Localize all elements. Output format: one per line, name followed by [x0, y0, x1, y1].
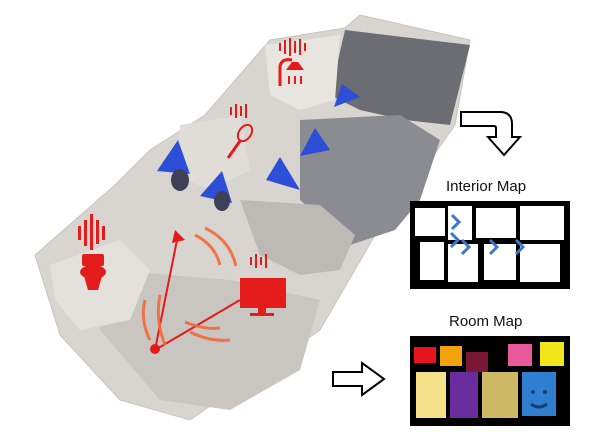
room-segment: [540, 342, 564, 366]
right-arrow-icon: [332, 361, 386, 397]
tv-icon: [240, 254, 286, 316]
interior-map: [410, 201, 570, 289]
floorplan-scan: [34, 14, 471, 421]
shower-icon: [278, 38, 306, 86]
room-segment: [482, 372, 518, 418]
room-segment: [450, 372, 478, 418]
curved-arrow-icon: [460, 111, 523, 157]
speaker-icon: [300, 128, 330, 156]
speaker-icon: [200, 171, 232, 211]
interior-map-title: Interior Map: [446, 178, 527, 195]
speaker-icon: [157, 140, 190, 191]
room-segment: [414, 347, 436, 363]
speakers: [157, 84, 360, 211]
room-map: [410, 336, 570, 426]
toilet-icon: [78, 214, 106, 290]
speaker-icon: [334, 84, 360, 107]
whisk-icon: [226, 123, 254, 159]
room-segment: [522, 372, 556, 416]
room-segment: [440, 346, 462, 366]
room-segment: [416, 372, 446, 418]
sound-paths: [141, 226, 241, 354]
sound-sources: [78, 38, 306, 316]
room-map-title: Room Map: [449, 313, 523, 330]
speaker-icon: [266, 157, 300, 190]
room-segment: [466, 352, 488, 372]
room-segment: [508, 344, 532, 366]
kettle-icon: [230, 104, 247, 118]
